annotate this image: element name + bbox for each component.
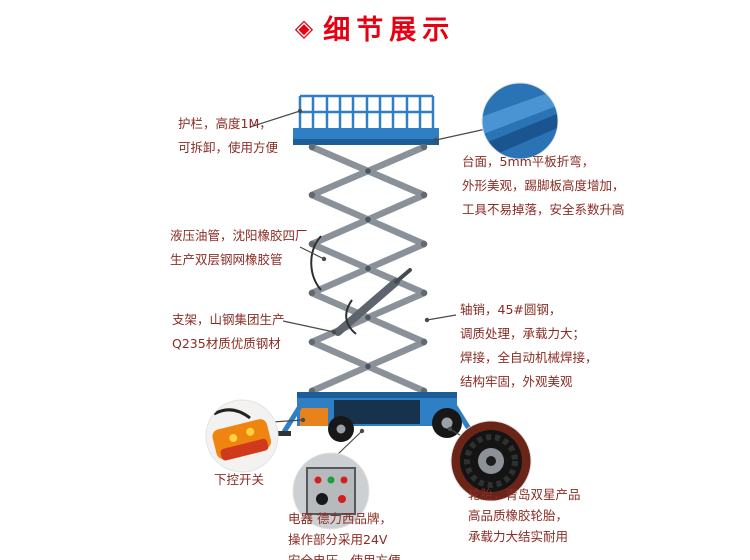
callout-lower-control-switch: 下控开关	[214, 468, 264, 492]
callout-guardrail: 护栏，高度1M， 可拆卸，使用方便	[178, 112, 278, 160]
callout-text-line: 高品质橡胶轮胎，	[468, 508, 569, 523]
callout-tire: 轮胎，青岛双星产品 高品质橡胶轮胎， 承载力大结实耐用	[468, 484, 581, 547]
callout-text-line: 轴销，45#圆钢，	[460, 302, 562, 317]
callout-text-line: 护栏，高度1M，	[178, 116, 272, 131]
callout-text-line: 工具不易掉落，安全系数升高	[462, 202, 625, 217]
detail-photo-platform	[481, 82, 559, 160]
callout-text-line: 可拆卸，使用方便	[178, 140, 279, 155]
outrigger-left	[277, 398, 307, 436]
callout-hydraulic-hose: 液压油管，沈阳橡胶四厂 生产双层钢网橡胶管	[170, 224, 308, 272]
hydraulic-hose	[310, 235, 357, 335]
callout-text-line: 调质处理，承载力大；	[460, 326, 586, 341]
detail-photo-remote-control	[205, 399, 279, 473]
wheel-rear	[432, 408, 462, 438]
platform-deck	[293, 128, 439, 145]
callout-text-line: 承载力大结实耐用	[468, 529, 569, 544]
callout-text-line: 结构牢固，外观美观	[460, 374, 573, 389]
callout-text-line: 安全电压，使用方便	[288, 550, 401, 560]
callout-text-line: 支架，山钢集团生产	[172, 312, 285, 327]
detail-photo-tire	[450, 420, 532, 502]
callout-electric: 电器 德力西品牌， 操作部分采用24V 安全电压，使用方便	[288, 508, 401, 560]
detail-photo-control-panel	[292, 452, 370, 530]
power-unit	[300, 408, 328, 426]
page-header: ◈ 细节展示	[0, 8, 750, 47]
guardrail	[298, 94, 435, 129]
callout-support-frame: 支架，山钢集团生产 Q235材质优质钢材	[172, 308, 285, 356]
callout-connector-lines	[249, 108, 487, 455]
callout-text-line: 台面，5mm平板折弯，	[462, 154, 595, 169]
callout-text-line: 生产双层钢网橡胶管	[170, 252, 283, 267]
callout-text-line: 电器 德力西品牌，	[288, 511, 392, 526]
callout-text-line: 轮胎，青岛双星产品	[468, 487, 581, 502]
wheel-front	[328, 416, 354, 442]
callout-text-line: Q235材质优质钢材	[172, 336, 281, 351]
callout-text-line: 操作部分采用24V	[288, 532, 388, 547]
callout-text-line: 下控开关	[214, 472, 265, 487]
diamond-icon: ◈	[294, 13, 314, 42]
callout-text-line: 外形美观，踢脚板高度增加，	[462, 178, 625, 193]
callout-text-line: 焊接，全自动机械焊接，	[460, 350, 598, 365]
page-title: 细节展示	[323, 15, 456, 46]
scissor-joints	[308, 143, 428, 395]
callout-platform: 台面，5mm平板折弯， 外形美观，踢脚板高度增加， 工具不易掉落，安全系数升高	[462, 150, 625, 222]
callout-text-line: 液压油管，沈阳橡胶四厂	[170, 228, 308, 243]
callout-axle-pin: 轴销，45#圆钢， 调质处理，承载力大； 焊接，全自动机械焊接， 结构牢固，外观…	[460, 298, 598, 394]
